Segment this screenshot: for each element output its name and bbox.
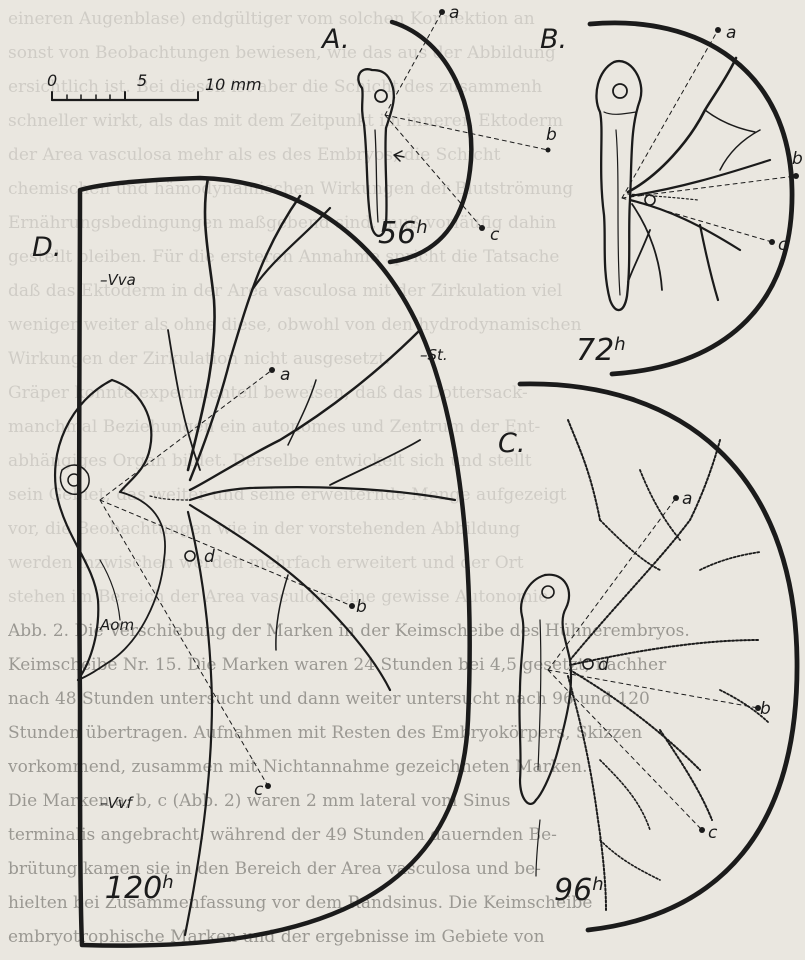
panel-d: D. a (32, 178, 470, 946)
panel-a-mark-c: c (490, 225, 500, 245)
panel-b-mark-b: b (792, 149, 803, 169)
panel-c-mark-d: d (598, 655, 609, 675)
label-aom: Aom (99, 616, 134, 634)
panel-c-label: C. (498, 428, 525, 459)
scale-bar: 0 5 10 mm (47, 71, 262, 100)
scale-label-10mm: 10 mm (205, 75, 262, 94)
panel-a: A. a b c 56h (320, 3, 557, 262)
panel-d-time: 120h (105, 871, 174, 906)
panel-b-mark-c: c (778, 235, 788, 255)
embryo-d (55, 380, 165, 680)
panel-a-time: 56h (378, 216, 428, 251)
panel-d-mark-d: d (204, 547, 215, 567)
panel-b: B. a b c 72h (540, 23, 803, 374)
panel-b-time: 72h (576, 333, 626, 368)
scale-label-5: 5 (137, 71, 147, 90)
label-vva: –Vva (100, 271, 136, 289)
label-vvf: –Vvf (100, 794, 135, 812)
panel-d-mark-a: a (280, 365, 290, 385)
embryo-a (358, 69, 404, 236)
panel-c-mark-a: a (682, 489, 692, 509)
panel-c-mark-c: c (708, 823, 718, 843)
panel-a-mark-a: a (449, 3, 459, 23)
vessels-b (628, 58, 770, 300)
scale-label-0: 0 (47, 71, 57, 90)
embryo-c (519, 575, 571, 876)
panel-d-mark-c: c (254, 780, 264, 800)
panel-b-label: B. (540, 24, 567, 55)
panel-c-mark-b: b (760, 699, 771, 719)
panel-c: C. a b c d 96h (498, 384, 797, 930)
panel-d-mark-b: b (356, 597, 367, 617)
panel-d-label: D. (32, 232, 61, 263)
panel-a-label: A. (320, 24, 350, 55)
embryo-b (596, 61, 641, 310)
panel-b-mark-a: a (726, 23, 736, 43)
label-st: –St. (420, 346, 448, 364)
panel-c-time: 96h (554, 873, 604, 908)
panel-a-mark-b: b (546, 125, 557, 145)
